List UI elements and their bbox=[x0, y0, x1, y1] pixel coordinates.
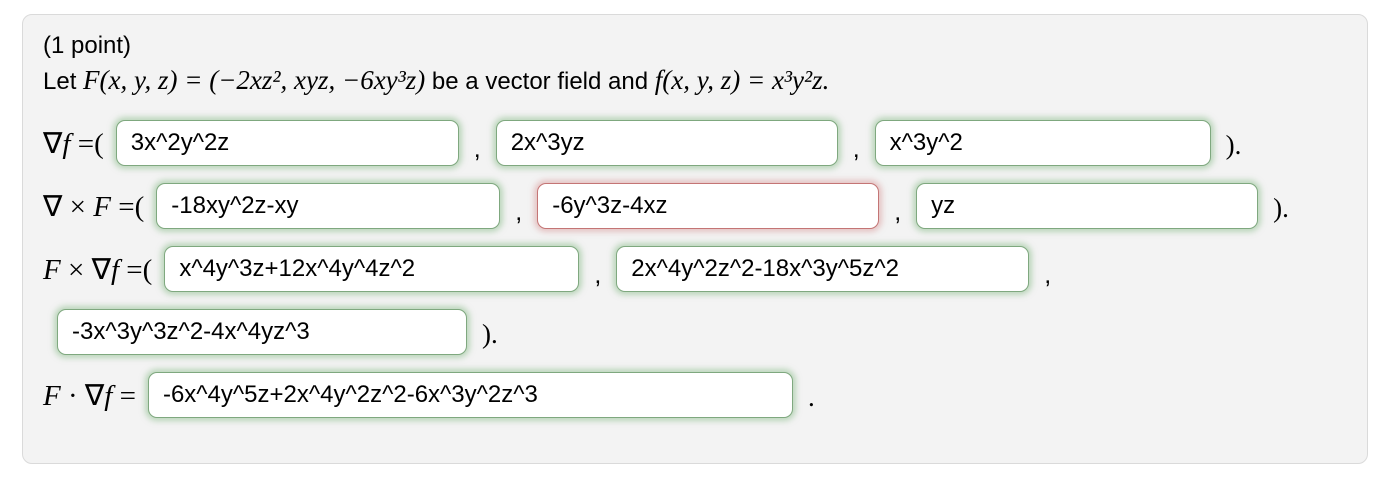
statement-text: be a vector field and bbox=[425, 68, 655, 95]
F-dot-gradf-label: F · ∇f = bbox=[43, 379, 136, 412]
comma-separator: , bbox=[852, 134, 860, 163]
F-cross-gradf-row: F × ∇f =( , , bbox=[43, 244, 1347, 294]
Fdotgradf-answer-input[interactable] bbox=[147, 372, 793, 418]
comma-separator: , bbox=[515, 197, 523, 226]
comma-separator: , bbox=[473, 134, 481, 163]
comma-separator: , bbox=[1044, 260, 1052, 289]
closing-paren: ). bbox=[1225, 129, 1242, 160]
comma-separator: , bbox=[594, 260, 602, 289]
gradient-f-row: ∇f =( , , ). bbox=[43, 118, 1347, 168]
F-cross-gradf-row-continued: ). bbox=[43, 307, 1347, 357]
curl-F-label: ∇ × F =( bbox=[43, 190, 145, 223]
scalar-function-formula: f(x, y, z) = x³y²z. bbox=[654, 65, 830, 95]
F-cross-gradf-label: F × ∇f =( bbox=[43, 253, 153, 286]
Fcrossgradf-component-1-input[interactable] bbox=[164, 246, 580, 292]
vector-field-formula: F(x, y, z) = (−2xz², xyz, −6xy³z) bbox=[83, 65, 426, 95]
final-period: . bbox=[807, 381, 815, 412]
Fcrossgradf-component-3-input[interactable] bbox=[57, 309, 467, 355]
Fcrossgradf-component-2-input[interactable] bbox=[616, 246, 1030, 292]
gradf-component-1-input[interactable] bbox=[115, 120, 459, 166]
curl-F-row: ∇ × F =( , , ). bbox=[43, 181, 1347, 231]
curlF-component-3-input[interactable] bbox=[916, 183, 1259, 229]
closing-paren: ). bbox=[482, 318, 498, 349]
points-label: (1 point) bbox=[43, 32, 132, 59]
closing-paren: ). bbox=[1273, 192, 1289, 223]
problem-panel: (1 point) Let F(x, y, z) = (−2xz², xyz, … bbox=[22, 14, 1368, 464]
problem-statement: Let F(x, y, z) = (−2xz², xyz, −6xy³z) be… bbox=[43, 65, 1347, 105]
F-dot-gradf-row: F · ∇f = . bbox=[43, 370, 1347, 420]
curlF-component-2-input[interactable] bbox=[537, 183, 880, 229]
statement-text: Let bbox=[43, 68, 84, 95]
gradient-f-label: ∇f =( bbox=[43, 127, 104, 160]
gradf-component-3-input[interactable] bbox=[874, 120, 1211, 166]
gradf-component-2-input[interactable] bbox=[495, 120, 838, 166]
curlF-component-1-input[interactable] bbox=[156, 183, 501, 229]
comma-separator: , bbox=[894, 197, 902, 226]
